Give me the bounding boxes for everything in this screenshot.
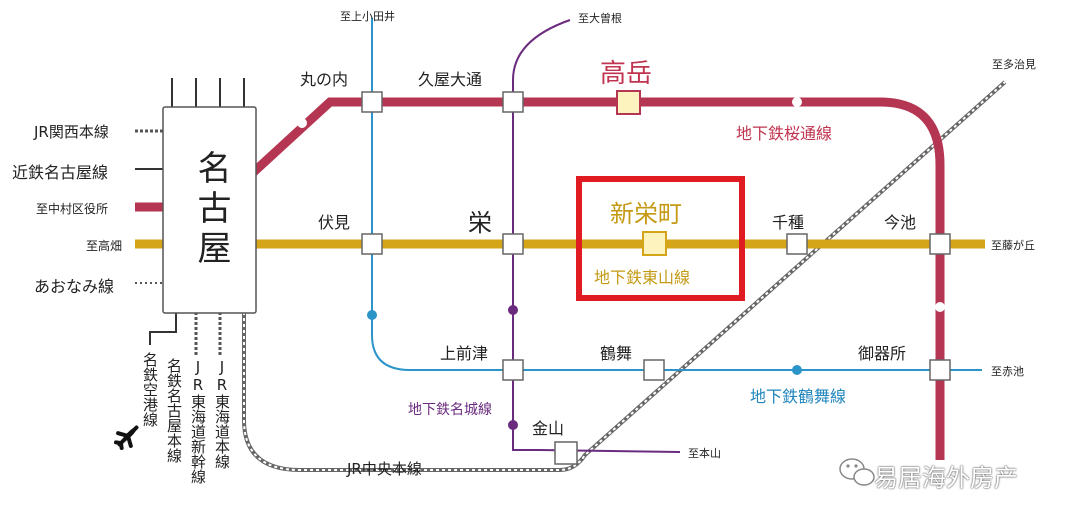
station-label-hisaya[interactable]: 久屋大通 [418,70,483,89]
station-label-marunouchi[interactable]: 丸の内 [300,70,349,89]
watermark-text: 易居海外房产 [874,464,1018,492]
station-marker-marunouchi[interactable] [361,91,383,113]
destination-motoyama: 至本山 [688,447,721,460]
station-marker-fushimi[interactable] [361,233,383,255]
station-label-kanayama[interactable]: 金山 [532,419,565,438]
station-label-sakae[interactable]: 栄 [468,209,492,237]
sakuradori-line-dot [297,118,307,128]
station-marker-takaoka[interactable] [616,90,641,115]
jr-shinkansen-line-label[interactable]: JR東海道新幹線 [189,358,207,484]
highlight-box [576,176,745,301]
to-nakamura-label: 至中村区役所 [36,202,109,216]
jr-kansai-line-label[interactable]: JR関西本線 [34,123,109,141]
meijo-line-dot [508,305,518,315]
jr-chuo-line-name[interactable]: JR中央本線 [347,460,422,478]
destination-akaike: 至赤池 [991,365,1024,378]
station-marker-gokiso[interactable] [929,359,951,381]
destination-ozone: 至大曽根 [578,12,622,25]
station-marker-shinsakaemachi[interactable] [642,231,667,256]
destination-kamiotai: 至上小田井 [340,10,395,23]
destination-fujigaoka: 至藤が丘 [991,239,1035,252]
station-label-kamimaezu[interactable]: 上前津 [440,344,489,363]
aonami-line-label[interactable]: あおなみ線 [34,277,115,296]
station-markers [361,90,951,465]
station-marker-chikusa[interactable] [786,233,808,255]
meitetsu-airport-line-label[interactable]: 名鉄空港線 [141,352,159,427]
watermark: 易居海外房产 [836,458,1018,493]
station-label-imaike[interactable]: 今池 [884,213,917,232]
destination-tajimi: 至多治見 [992,58,1036,71]
left-branches [135,129,163,284]
bottom-stubs [149,312,222,355]
station-marker-tsurumai[interactable] [643,359,665,381]
station-marker-hisaya[interactable] [502,91,524,113]
jr-tokaido-line-label[interactable]: JR東海道本線 [213,358,231,469]
sakuradori-line-dot [935,302,945,312]
station-marker-sakae[interactable] [502,233,524,255]
tsurumai-line-name[interactable]: 地下鉄鶴舞線 [750,387,847,406]
meitetsu-nagoya-line-label[interactable]: 名鉄名古屋本線 [165,358,183,463]
to-takabata-label: 至高畑 [86,239,123,253]
airplane-icon [113,425,139,451]
station-marker-imaike[interactable] [929,233,951,255]
meijo-line [508,19,681,453]
nagoya-hub-box[interactable] [162,106,257,314]
jr-chuo-line [242,80,1007,472]
tsurumai-line-dot [792,365,802,375]
station-marker-kamimaezu[interactable] [502,359,524,381]
nagoya-station-label[interactable]: 名古屋 [191,150,231,270]
higashiyama-line-name[interactable]: 地下鉄東山線 [594,268,691,287]
station-marker-kanayama[interactable] [554,441,578,465]
meijo-line-dot [508,420,518,430]
tsurumai-line-dot [367,310,377,320]
tsurumai-line [367,18,982,375]
top-stubs [171,78,245,108]
sakuradori-line-name[interactable]: 地下鉄桜通線 [736,124,833,143]
station-label-fushimi[interactable]: 伏見 [318,213,351,232]
sakuradori-line-dot [792,97,802,107]
sakuradori-line [135,97,945,460]
meijo-line-name[interactable]: 地下鉄名城線 [408,402,492,418]
station-label-gokiso[interactable]: 御器所 [858,344,907,363]
wechat-icon [839,458,875,486]
kintetsu-line-label[interactable]: 近鉄名古屋線 [12,163,109,182]
station-label-shinsakaemachi[interactable]: 新栄町 [610,200,682,228]
station-label-takaoka[interactable]: 高岳 [600,59,653,89]
station-label-chikusa[interactable]: 千種 [772,213,805,232]
station-label-tsurumai[interactable]: 鶴舞 [600,344,633,363]
